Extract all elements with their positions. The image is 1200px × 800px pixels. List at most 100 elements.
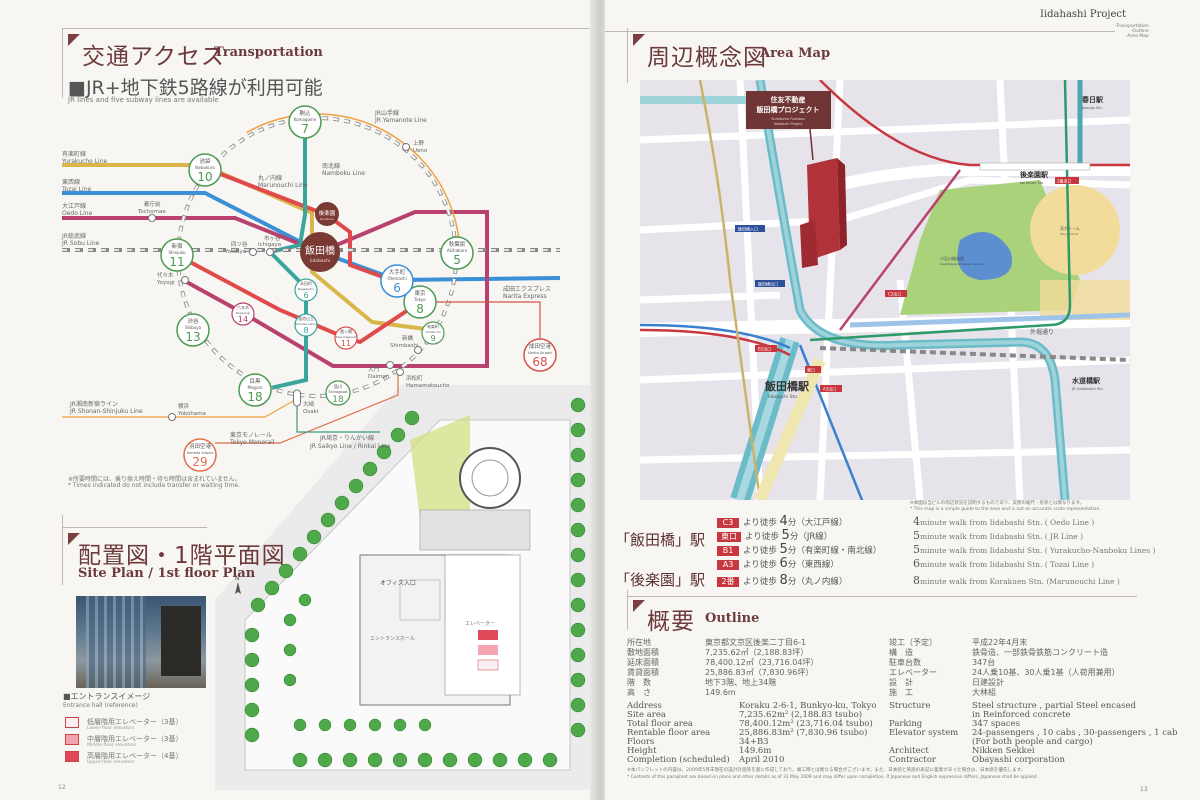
map-note: ※本図は当ビルの周辺状況を説明するものであり、実際の縮尺・形状とは異なります。 … (910, 501, 1101, 512)
svg-text:Narita Airport: Narita Airport (528, 351, 552, 355)
line-label-namboku-jp: 南北線 (322, 162, 340, 170)
transport-title-en: Transportation (214, 45, 323, 60)
access-row: 2番より徒歩 8分（丸ノ内線） (717, 574, 847, 587)
svg-text:Shibuya: Shibuya (185, 325, 202, 330)
rail-lines (640, 80, 1130, 500)
outline-cell: 24人乗10基、30人乗1基（人荷用兼用） (972, 668, 1120, 677)
outline-cell: 78,400.12㎡（23,716.04坪） (705, 658, 819, 667)
svg-text:Yokohama: Yokohama (177, 411, 206, 417)
disclaimer-jp: ※本パンフレットの内容は、2009年5月末現在の設計計画等を基に作成しており、竣… (627, 768, 1026, 773)
outline-cell: 階 数 (627, 678, 651, 687)
access-row-en: 6minute walk from Iidabashi Stn. ( Tozai… (913, 557, 1095, 570)
svg-text:Iidabashi: Iidabashi (310, 258, 330, 264)
svg-text:溜池山王: 溜池山王 (298, 315, 314, 321)
svg-text:Roppongi: Roppongi (236, 311, 250, 315)
svg-text:5: 5 (453, 253, 461, 267)
iidabashi-station-heading: 「飯田橋」駅 (615, 531, 706, 549)
divider (62, 28, 590, 29)
svg-text:大門: 大門 (368, 365, 380, 373)
line-namboku (252, 128, 308, 394)
svg-text:Korakuen: Korakuen (320, 217, 334, 221)
divider (605, 31, 1115, 32)
north-arrow-icon: N (235, 575, 241, 594)
nav-area-map: -Area Map (1125, 34, 1149, 39)
kasuga-station-label-en: Kasuga Stn. (1082, 106, 1103, 110)
line-label-shonan: JR Shonan-Shinjuku Line (69, 408, 143, 415)
outline-cell: 24-passengers , 10 cabs , 30-passengers … (972, 728, 1178, 738)
outline-cell: 7,235.62m² (2,188.83 tsubo) (739, 710, 863, 720)
svg-text:29: 29 (192, 455, 207, 469)
site-plan-title-en: Site Plan / 1st floor Plan (78, 566, 256, 581)
iidabashi-station-label: 飯田橋駅 (764, 379, 809, 393)
site-plan-title: 配置図・1階平面図 (78, 543, 286, 569)
svg-text:秋葉原: 秋葉原 (449, 240, 466, 248)
svg-text:六本木: 六本木 (237, 304, 249, 310)
line-label-marunouchi: Marunouchi Line (258, 182, 308, 189)
photo-caption: ■エントランスイメージ (63, 692, 151, 701)
outline-cell: Architect (889, 746, 929, 756)
svg-text:後楽園: 後楽園 (319, 209, 336, 217)
divider (62, 527, 207, 528)
line-label-yurakucho: Yurakucho Line (61, 158, 108, 165)
line-label-oedo: Oedo Line (62, 210, 93, 217)
transport-note: ※所要時間には、乗り換え時間・待ち時間は含まれていません。 (68, 476, 241, 483)
photo-caption-en: Entrance hall (reference) (63, 702, 138, 709)
outline-cell: Height (627, 746, 657, 756)
line-label-narita: Narita Express (503, 293, 547, 300)
svg-text:四ツ谷: 四ツ谷 (231, 240, 248, 248)
outline-cell: 日建設計 (972, 678, 1004, 687)
outline-cell: Elevator system (889, 728, 959, 738)
divider (62, 515, 63, 585)
exit-b1: B1出口 (758, 346, 771, 352)
exit-iidabashi-entrance: 飯田橋入口 (738, 226, 758, 232)
tokyo-dome (1030, 185, 1120, 275)
suidobashi-station-label-en: JR Suidobashi Stn. (1071, 387, 1104, 391)
area-map-title: 周辺概念図 (647, 45, 767, 71)
line-label-yurakucho-jp: 有楽町線 (62, 150, 86, 158)
outline-cell: 施 工 (889, 688, 913, 697)
line-saikyo (296, 400, 380, 433)
svg-text:Osaki: Osaki (303, 409, 319, 415)
disclaimer-en: * Contents of this pamphlet are based on… (627, 775, 1038, 780)
access-row-en: 8minute walk from Korakuen Stn. (Marunou… (913, 574, 1120, 587)
map-note-jp: ※本図は当ビルの周辺状況を説明するものであり、実際の縮尺・形状とは異なります。 (910, 501, 1085, 506)
divider (62, 28, 63, 98)
outline-cell: 駐車台数 (889, 658, 921, 667)
left-page: 交通アクセス Transportation ■JR+地下鉄5路線が利用可能 JR… (0, 0, 595, 800)
svg-text:Kasumigaseki: Kasumigaseki (336, 335, 357, 339)
svg-text:N: N (235, 575, 240, 582)
outline-cell: April 2010 (739, 755, 785, 765)
sotobori-street-label: 外堀通り (1030, 328, 1054, 336)
exit-a3: A3出口 (823, 386, 836, 392)
exit-iidabashi-exit: 飯田橋出口 (758, 281, 778, 287)
outline-cell: 25,886.83㎡（7,830.96坪） (705, 668, 814, 677)
svg-text:Hamamatsucho: Hamamatsucho (406, 383, 450, 389)
legend-swatch (65, 751, 79, 762)
svg-text:6: 6 (303, 291, 308, 300)
outline-title-en: Outline (705, 611, 760, 626)
svg-text:Haneda Airport: Haneda Airport (187, 451, 214, 455)
outline-cell: Obayashi corporation (972, 755, 1065, 765)
svg-text:Yurakucho: Yurakucho (425, 330, 441, 334)
svg-text:Otemachi: Otemachi (387, 276, 406, 281)
header-nav: -Transportation -Outline -Area Map (1115, 24, 1149, 39)
transport-subtitle: ■JR+地下鉄5路線が利用可能 (68, 77, 323, 99)
line-label-sobu: JR Sobu Line (61, 240, 100, 247)
area-map: 住友不動産 飯田橋プロジェクト Sumitomo Fudosan Iidabas… (640, 80, 1130, 500)
outline-cell: 延床面積 (627, 658, 659, 667)
svg-text:大崎: 大崎 (303, 400, 315, 408)
svg-text:Yotsuya: Yotsuya (224, 249, 246, 255)
svg-text:8: 8 (416, 302, 424, 316)
svg-text:Shinagawa: Shinagawa (328, 390, 347, 394)
